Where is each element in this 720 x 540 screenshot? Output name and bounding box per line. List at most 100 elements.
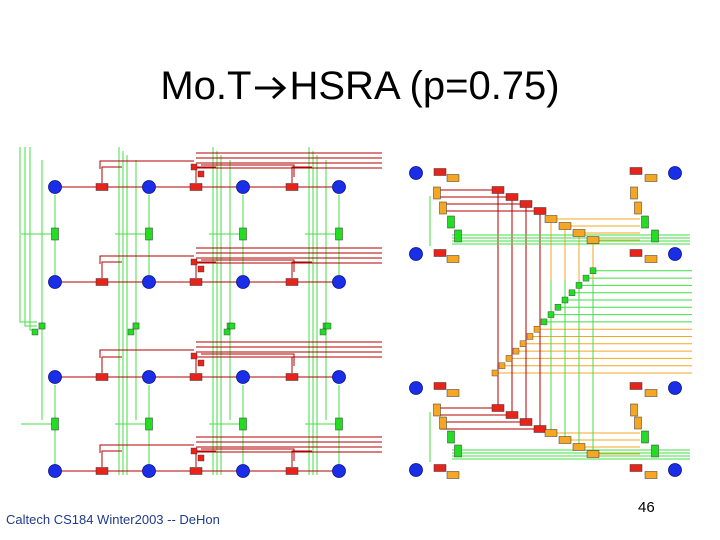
red-switch (285, 467, 299, 475)
node-circle (236, 180, 250, 194)
green-root (547, 311, 555, 318)
title-left: Mo.T (160, 64, 252, 108)
green-wire (24, 147, 37, 327)
green-root (38, 322, 46, 330)
green-root (31, 328, 39, 336)
green-root (324, 322, 332, 330)
title-right: HSRA (p=0.75) (289, 64, 560, 108)
red-switch (433, 168, 447, 176)
red-wire (101, 450, 122, 467)
orange-root (498, 362, 506, 369)
red-switch (189, 278, 203, 286)
green-switch (641, 430, 649, 444)
green-switch (145, 227, 153, 241)
orange-switch (439, 201, 447, 215)
orange-switch (644, 255, 658, 263)
green-switch (335, 227, 343, 241)
orange-switch (439, 416, 447, 430)
green-switch (447, 215, 455, 229)
orange-switch (446, 471, 460, 479)
node-circle (332, 180, 346, 194)
node-circle (48, 464, 62, 478)
green-switch (51, 227, 59, 241)
green-switch (651, 229, 659, 243)
green-switch (447, 430, 455, 444)
red-wire (201, 448, 295, 461)
orange-switch (634, 416, 642, 430)
red-switch (519, 200, 533, 208)
node-circle (48, 180, 62, 194)
orange-switch (446, 389, 460, 397)
red-switch (189, 183, 203, 191)
red-switch (433, 249, 447, 257)
red-wire (99, 349, 194, 358)
red-switch (95, 373, 109, 381)
orange-root (533, 326, 541, 333)
red-switch (95, 467, 109, 475)
red-root (190, 258, 198, 266)
green-switch (454, 444, 462, 458)
mot-nodes (31, 163, 346, 478)
green-switch (651, 444, 659, 458)
node-circle (142, 464, 156, 478)
green-root (132, 322, 140, 330)
red-wire (291, 166, 312, 183)
node-circle (409, 247, 423, 261)
orange-root (512, 347, 520, 355)
node-circle (48, 370, 62, 384)
node-circle (236, 370, 250, 384)
orange-switch (544, 215, 558, 223)
green-root (575, 282, 583, 289)
red-switch (533, 207, 547, 215)
orange-switch (446, 174, 460, 182)
red-switch (629, 167, 643, 175)
red-switch (505, 193, 519, 201)
node-circle (142, 180, 156, 194)
orange-root (519, 340, 527, 347)
node-circle (409, 166, 423, 180)
node-circle (332, 370, 346, 384)
red-switch (95, 278, 109, 286)
orange-switch (558, 222, 572, 230)
red-wire (101, 166, 122, 183)
red-wire (101, 356, 122, 373)
orange-switch (572, 229, 586, 237)
red-root (197, 170, 205, 178)
green-switch (454, 229, 462, 243)
orange-root (505, 355, 513, 362)
orange-switch (558, 436, 572, 444)
hsra-wiring (429, 189, 692, 462)
green-root (554, 304, 562, 311)
red-wire (291, 261, 312, 278)
green-root (319, 328, 327, 336)
red-root (197, 454, 205, 462)
green-switch (51, 417, 59, 431)
green-switch (239, 417, 247, 431)
orange-switch (644, 471, 658, 479)
red-switch (285, 183, 299, 191)
red-wire (99, 160, 194, 169)
red-root (190, 447, 198, 455)
node-circle (142, 275, 156, 289)
red-switch (285, 278, 299, 286)
orange-switch (586, 236, 600, 244)
green-root (540, 318, 548, 326)
red-wire (201, 353, 295, 366)
node-circle (332, 275, 346, 289)
orange-switch (572, 443, 586, 451)
green-wire (19, 147, 37, 323)
red-switch (505, 411, 519, 419)
right-arrow-icon (253, 66, 287, 111)
orange-switch (630, 186, 638, 200)
orange-switch (446, 255, 460, 263)
footer-credit: Caltech CS184 Winter2003 -- DeHon (6, 512, 220, 527)
hsra-nodes (409, 166, 682, 479)
red-wire (201, 259, 295, 272)
green-root (228, 322, 236, 330)
red-switch (95, 183, 109, 191)
node-circle (48, 275, 62, 289)
red-root (190, 163, 198, 171)
node-circle (668, 166, 682, 180)
node-circle (332, 464, 346, 478)
node-circle (142, 370, 156, 384)
